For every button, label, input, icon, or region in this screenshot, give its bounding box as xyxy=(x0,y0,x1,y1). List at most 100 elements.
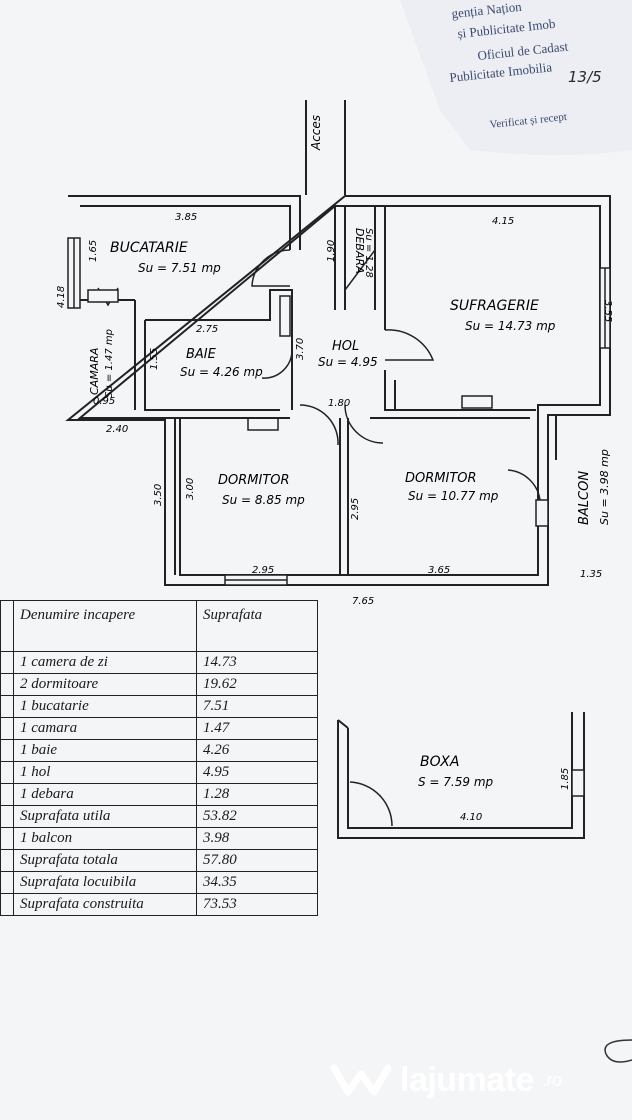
row-name-cell: Suprafata construita xyxy=(13,893,197,916)
stamp-number: 13/5 xyxy=(568,68,602,86)
interior-walls xyxy=(80,206,536,575)
row-name-cell: Suprafata totala xyxy=(13,849,197,872)
row-area-cell: 3.98 xyxy=(196,827,318,850)
room-area-sufragerie: Su = 14.73 mp xyxy=(465,319,556,333)
room-name-sufragerie: SUFRAGERIE xyxy=(450,298,539,314)
row-name-cell: 1 camera de zi xyxy=(13,651,197,674)
room-area-baie: Su = 4.26 mp xyxy=(180,365,263,379)
dim-3-00: 3.00 xyxy=(185,478,196,500)
dim-3-65: 3.65 xyxy=(428,565,450,576)
row-name-cell: 1 baie xyxy=(13,739,197,762)
dim-4-18: 4.18 xyxy=(56,286,67,308)
watermark-brand: lajumate xyxy=(400,1060,534,1099)
row-area-cell: 34.35 xyxy=(196,871,318,894)
dim-1-80: 1.80 xyxy=(328,398,350,409)
header-area: Suprafata xyxy=(196,600,318,652)
cadastre-stamp: genția Națion și Publicitate Imob Oficiu… xyxy=(400,0,632,155)
dim-3-50: 3.50 xyxy=(153,484,164,506)
row-index-cell xyxy=(0,673,14,696)
room-area-balcon: Su = 3.98 mp xyxy=(598,449,611,525)
row-name-cell: 1 balcon xyxy=(13,827,197,850)
room-area-camara: Su = 1.47 mp xyxy=(104,329,115,398)
dim-3-55: 3.55 xyxy=(602,300,613,322)
room-area-bucatarie: Su = 7.51 mp xyxy=(138,261,221,275)
room-name-camara: CAMARA xyxy=(88,348,101,395)
row-area-cell: 53.82 xyxy=(196,805,318,828)
table-header-row: Denumire incapere Suprafata xyxy=(0,600,318,652)
room-area-boxa: S = 7.59 mp xyxy=(418,775,494,789)
row-index-cell xyxy=(0,651,14,674)
windows xyxy=(67,237,611,586)
room-labels: BUCATARIE Su = 7.51 mp DEBARA Su = 1.28 … xyxy=(88,228,611,525)
row-index-cell xyxy=(0,717,14,740)
room-name-balcon: BALCON xyxy=(577,471,592,525)
room-summary-table: Denumire incapere Suprafata 1 camera de … xyxy=(0,600,318,916)
room-name-dormitor-2: DORMITOR xyxy=(405,471,477,486)
access-label: Acces xyxy=(309,115,323,151)
room-name-dormitor-1: DORMITOR xyxy=(218,473,290,488)
row-name-cell: 1 camara xyxy=(13,717,197,740)
dim-2-95-side: 2.95 xyxy=(350,498,361,520)
row-index-cell xyxy=(0,695,14,718)
row-index-cell xyxy=(0,761,14,784)
dim-4-10: 4.10 xyxy=(460,812,482,823)
pen-mark xyxy=(604,1039,632,1063)
watermark-tld: .ro xyxy=(541,1069,562,1090)
dimension-labels: 3.85 4.15 1.65 1.90 4.18 3.55 2.75 3.70 … xyxy=(56,212,613,607)
row-index-cell xyxy=(0,871,14,894)
room-name-hol: HOL xyxy=(332,339,359,354)
header-room-name: Denumire incapere xyxy=(13,600,197,652)
dim-2-40: 2.40 xyxy=(106,424,128,435)
row-index-cell xyxy=(0,805,14,828)
row-index-cell xyxy=(0,739,14,762)
dim-2-75: 2.75 xyxy=(196,324,218,335)
header-index xyxy=(0,600,14,652)
row-area-cell: 14.73 xyxy=(196,651,318,674)
row-area-cell: 1.47 xyxy=(196,717,318,740)
dim-1-55: 1.55 xyxy=(149,348,160,370)
row-area-cell: 7.51 xyxy=(196,695,318,718)
row-name-cell: 1 hol xyxy=(13,761,197,784)
row-name-cell: 2 dormitoare xyxy=(13,673,197,696)
row-area-cell: 57.80 xyxy=(196,849,318,872)
row-area-cell: 73.53 xyxy=(196,893,318,916)
dim-1-65: 1.65 xyxy=(88,240,99,262)
row-name-cell: 1 bucatarie xyxy=(13,695,197,718)
row-area-cell: 1.28 xyxy=(196,783,318,806)
dim-0-95: 0.95 xyxy=(93,396,115,407)
room-area-debara: Su = 1.28 xyxy=(363,228,374,278)
row-index-cell xyxy=(0,849,14,872)
radiators xyxy=(247,295,493,431)
room-name-baie: BAIE xyxy=(186,347,217,362)
row-area-cell: 4.95 xyxy=(196,761,318,784)
room-area-dormitor-2: Su = 10.77 mp xyxy=(408,489,499,503)
room-name-debara: DEBARA xyxy=(353,228,366,274)
row-area-cell: 19.62 xyxy=(196,673,318,696)
row-name-cell: 1 debara xyxy=(13,783,197,806)
room-area-hol: Su = 4.95 xyxy=(318,355,378,369)
access-corridor xyxy=(305,100,346,195)
dim-2-95-bottom: 2.95 xyxy=(252,565,274,576)
dim-7-65: 7.65 xyxy=(352,596,374,607)
row-name-cell: Suprafata locuibila xyxy=(13,871,197,894)
dim-3-85: 3.85 xyxy=(175,212,197,223)
room-area-dormitor-1: Su = 8.85 mp xyxy=(222,493,305,507)
lajumate-watermark: lajumate .ro xyxy=(330,1052,620,1108)
dim-1-85: 1.85 xyxy=(560,768,571,790)
lajumate-logo-icon xyxy=(330,1064,392,1096)
dim-1-35: 1.35 xyxy=(580,569,602,580)
row-name-cell: Suprafata utila xyxy=(13,805,197,828)
room-name-boxa: BOXA xyxy=(420,754,459,770)
